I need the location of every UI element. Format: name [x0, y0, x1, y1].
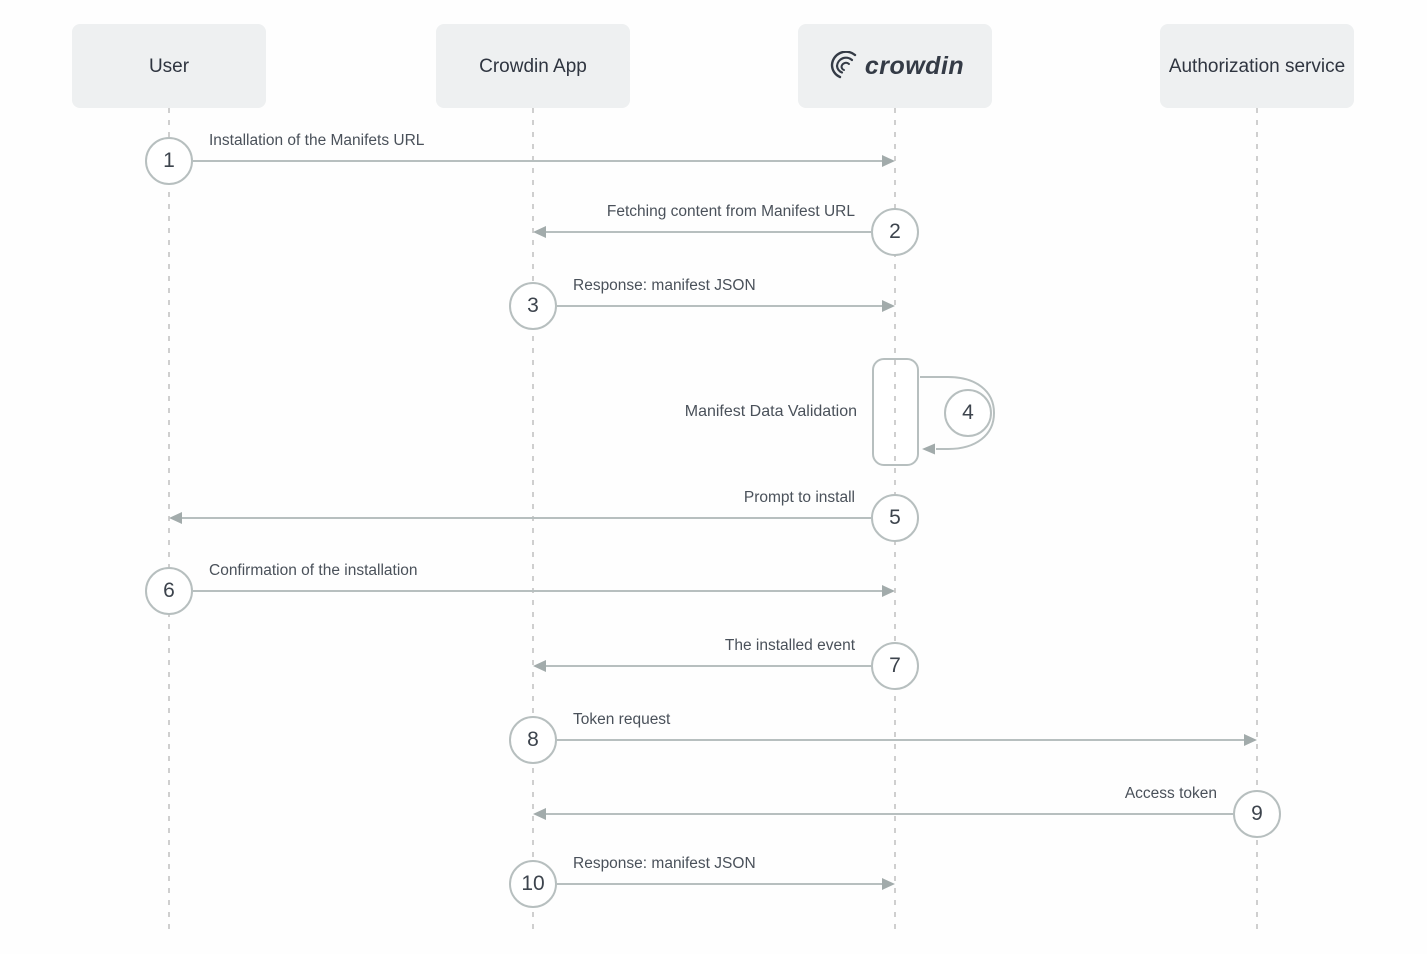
- arrowhead-3-icon: [882, 300, 895, 312]
- arrowhead-1-icon: [882, 155, 895, 167]
- step-number: 8: [527, 728, 539, 751]
- step-circle-3: 3: [509, 282, 557, 330]
- message-line-1: [193, 160, 882, 162]
- crowdin-logo: crowdin: [826, 51, 964, 81]
- step-number: 9: [1251, 802, 1263, 825]
- message-label-3: Response: manifest JSON: [573, 277, 756, 294]
- step-number: 3: [527, 294, 539, 317]
- message-line-5: [182, 517, 871, 519]
- arrowhead-7-icon: [533, 660, 546, 672]
- arrowhead-9-icon: [533, 808, 546, 820]
- step-circle-4: 4: [944, 389, 992, 437]
- step-circle-5: 5: [871, 494, 919, 542]
- message-label-4: Manifest Data Validation: [684, 403, 857, 420]
- message-label-6: Confirmation of the installation: [209, 562, 418, 579]
- crowdin-bird-icon: [830, 51, 857, 79]
- step-circle-10: 10: [509, 860, 557, 908]
- message-label-7: The installed event: [724, 637, 855, 654]
- step-number: 7: [889, 654, 901, 677]
- actor-crowdin-app: Crowdin App: [436, 24, 630, 108]
- message-line-6: [193, 590, 882, 592]
- step-number: 1: [163, 149, 175, 172]
- crowdin-logo-text: crowdin: [864, 51, 965, 80]
- step-circle-8: 8: [509, 716, 557, 764]
- step-circle-7: 7: [871, 642, 919, 690]
- message-line-10: [557, 883, 882, 885]
- actor-label: User: [148, 55, 190, 77]
- arrowhead-6-icon: [882, 585, 895, 597]
- message-line-7: [546, 665, 871, 667]
- step-circle-1: 1: [145, 137, 193, 185]
- step-number: 6: [163, 579, 175, 602]
- message-label-9: Access token: [1124, 785, 1217, 802]
- step-circle-2: 2: [871, 208, 919, 256]
- step-number: 4: [962, 401, 974, 424]
- actor-user: User: [72, 24, 266, 108]
- arrowhead-8-icon: [1244, 734, 1257, 746]
- actor-crowdin: crowdin: [798, 24, 992, 108]
- arrowhead-10-icon: [882, 878, 895, 890]
- arrowhead-5-icon: [169, 512, 182, 524]
- message-label-10: Response: manifest JSON: [573, 855, 756, 872]
- lifeline-auth-service: [1256, 108, 1258, 932]
- message-label-2: Fetching content from Manifest URL: [606, 203, 855, 220]
- message-label-8: Token request: [573, 711, 671, 728]
- message-line-3: [557, 305, 882, 307]
- step-circle-9: 9: [1233, 790, 1281, 838]
- step-number: 10: [521, 872, 545, 895]
- step-number: 5: [889, 506, 901, 529]
- message-line-2: [546, 231, 871, 233]
- arrowhead-2-icon: [533, 226, 546, 238]
- step-circle-6: 6: [145, 567, 193, 615]
- step-number: 2: [889, 220, 901, 243]
- actor-label: Crowdin App: [479, 55, 587, 77]
- actor-label: Authorization service: [1168, 55, 1346, 77]
- lifeline-crowdin-app: [532, 108, 534, 932]
- message-line-8: [557, 739, 1244, 741]
- message-label-5: Prompt to install: [743, 489, 855, 506]
- message-label-1: Installation of the Manifets URL: [209, 132, 425, 149]
- message-line-9: [546, 813, 1233, 815]
- actor-auth-service: Authorization service: [1160, 24, 1354, 108]
